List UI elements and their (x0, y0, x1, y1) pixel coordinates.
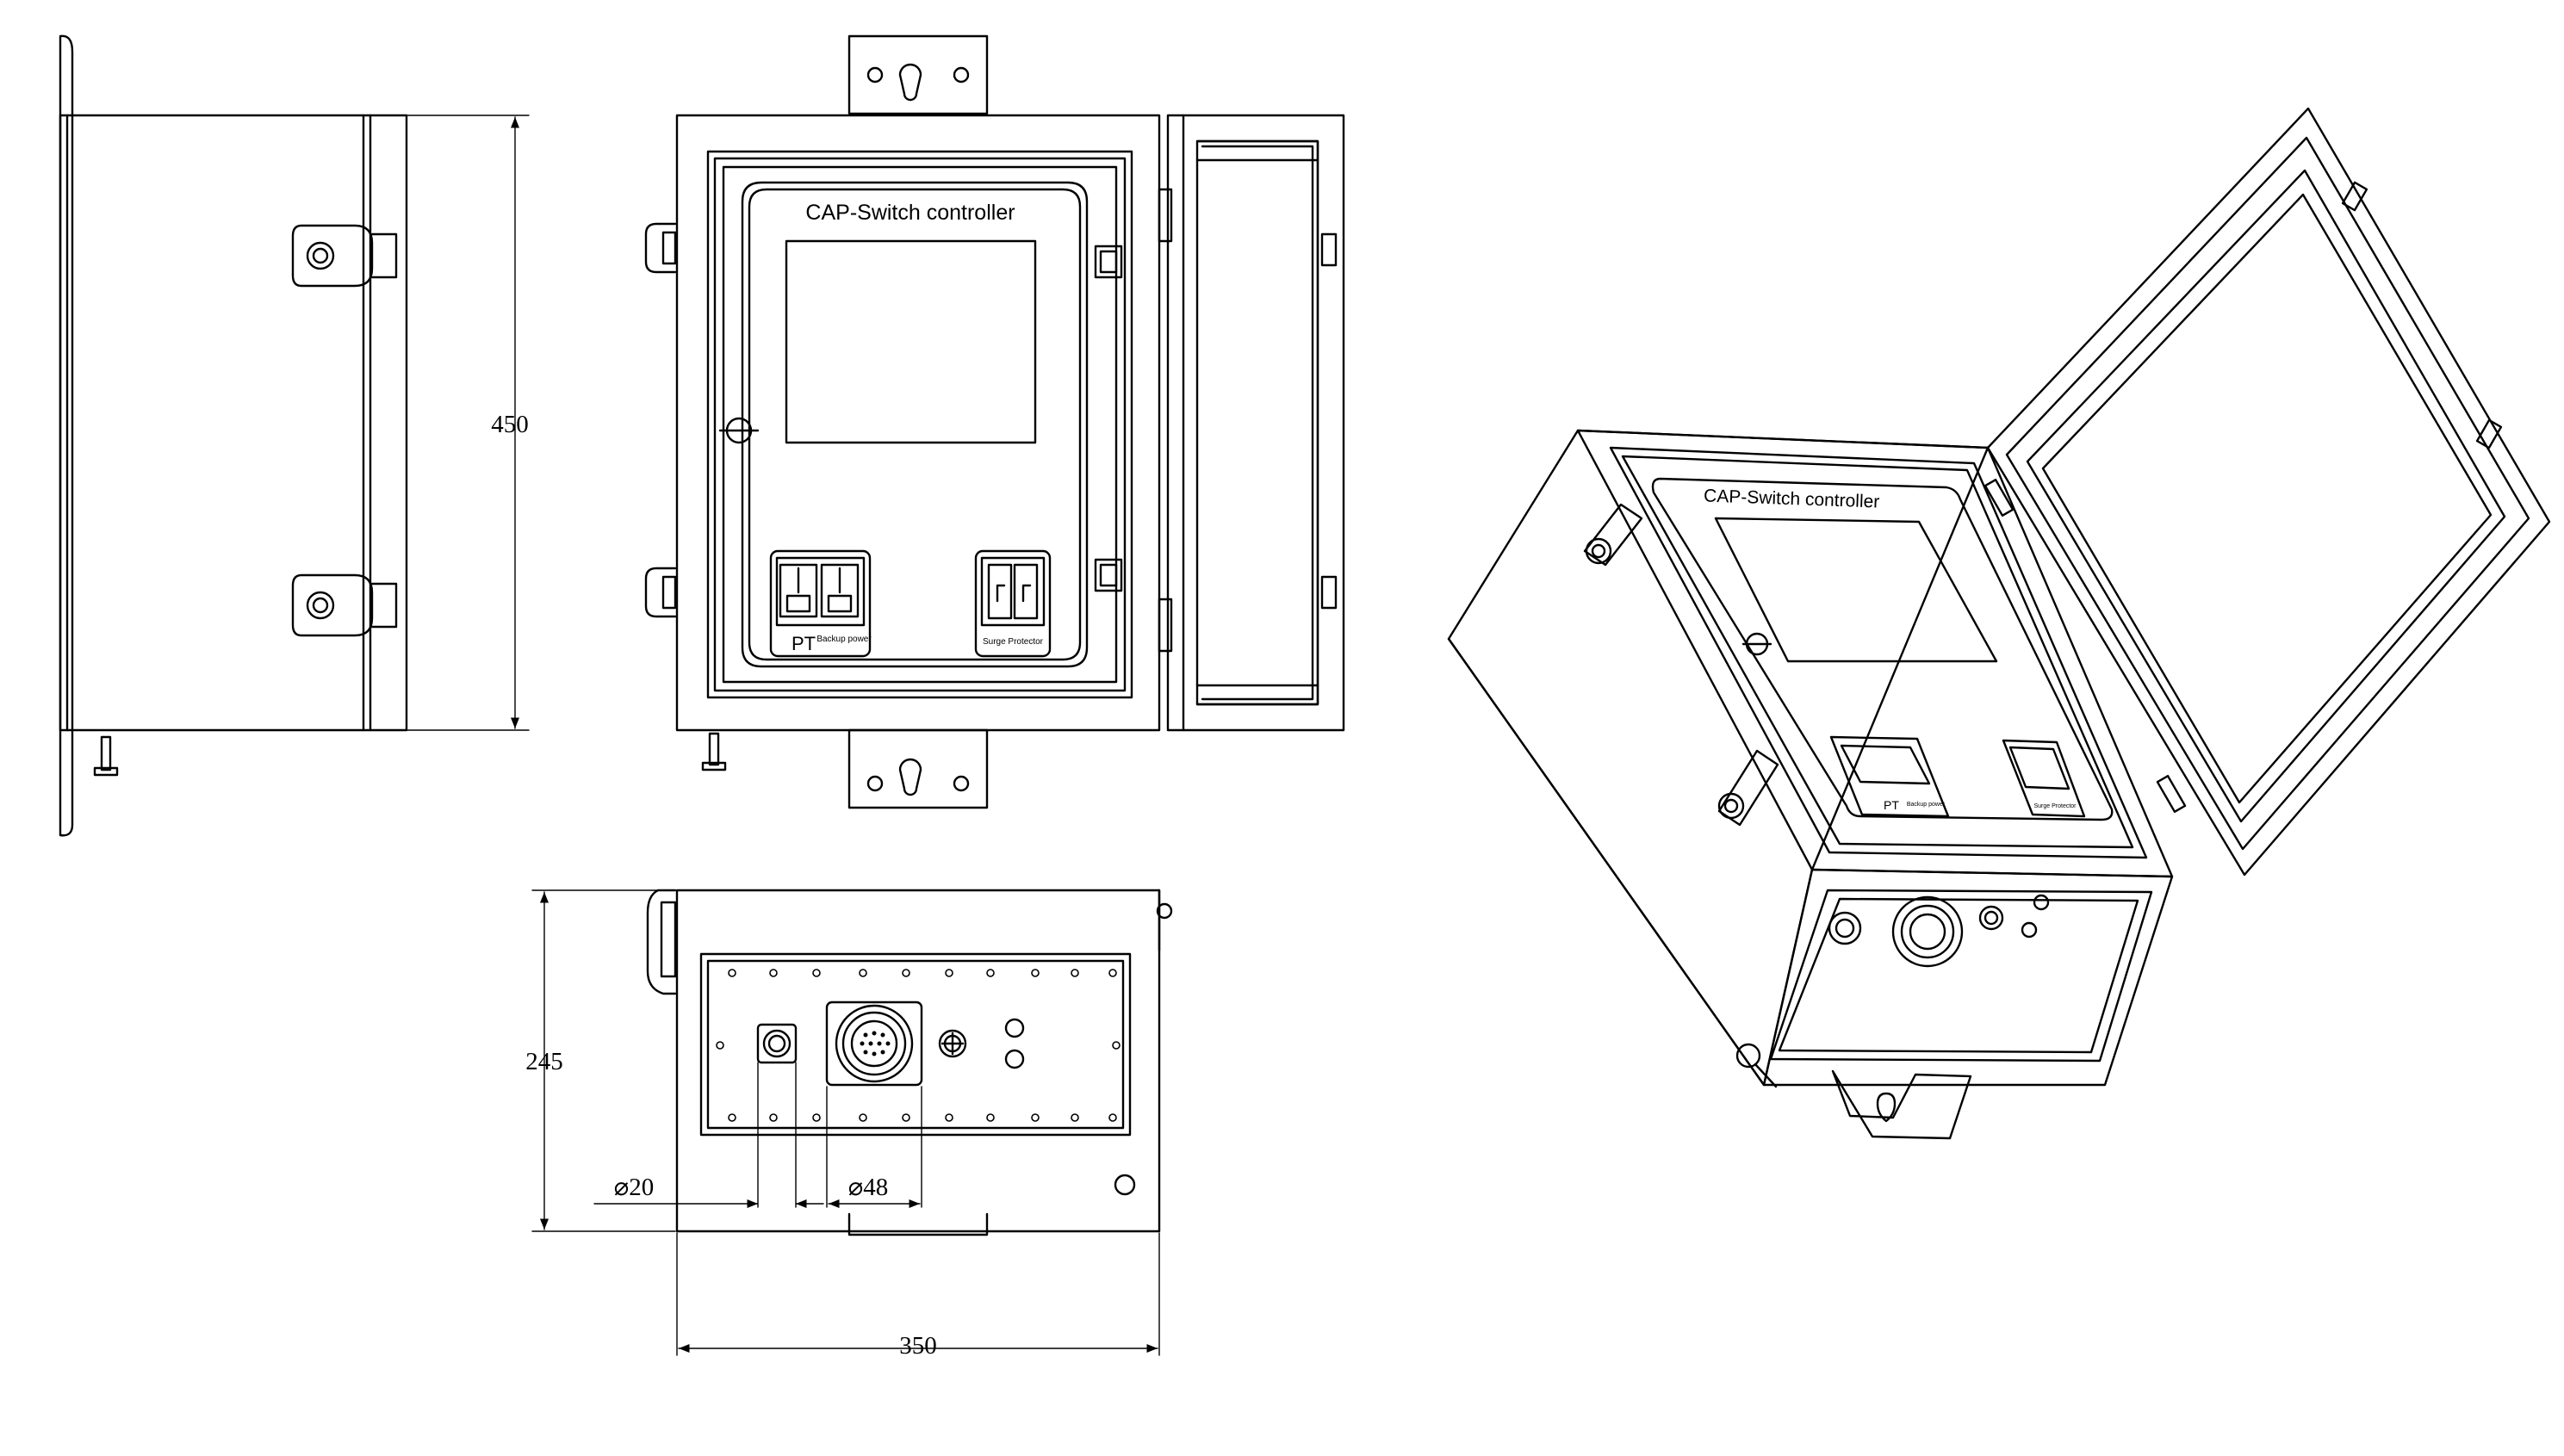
dim-depth-label: 245 (525, 1048, 563, 1075)
iso-pt-label: PT (1884, 798, 1899, 812)
blank-hole-1 (1004, 1018, 1025, 1038)
front-hinge-bottom (644, 567, 677, 618)
side-ground-bolt (93, 735, 119, 777)
vent-plug (938, 1029, 967, 1058)
iso-latch-top (1583, 503, 1643, 567)
panel-title: CAP-Switch controller (805, 201, 1015, 225)
pt-module: PT Backup power (769, 549, 872, 658)
dim-width-label: 350 (899, 1332, 937, 1360)
bottom-screws (716, 969, 1121, 1122)
front-view: CAP-Switch controller PT Backup powe (644, 34, 1345, 809)
pt-label: PT (792, 633, 816, 654)
iso-panel-title: CAP-Switch controller (1704, 486, 1880, 511)
blank-hole-2 (1004, 1049, 1025, 1069)
iso-open-door (1984, 107, 2551, 877)
iso-surge-module: Surge Protector (2002, 739, 2086, 818)
height-dimension: 450 (406, 115, 530, 731)
surge-protector-module: Surge Protector (974, 549, 1052, 658)
iso-display-screen (1714, 517, 1998, 663)
isometric-view: CAP-Switch controller PT Backup power Su… (1447, 107, 2551, 1140)
side-view (59, 34, 408, 837)
surge-protector-label: Surge Protector (983, 637, 1044, 647)
bottom-view: ⌀20 ⌀48 245 350 (525, 889, 1173, 1360)
iso-pt-module: PT Backup power (1829, 735, 1950, 818)
side-latch-top (291, 224, 398, 288)
backup-power-label: Backup power (816, 635, 872, 644)
connector-small (756, 1023, 798, 1064)
door-lock (718, 417, 760, 444)
iso-surge-protector-label: Surge Protector (2033, 803, 2077, 809)
side-latch-bottom (291, 573, 398, 637)
display-screen (785, 239, 1037, 444)
front-hinge-top (644, 222, 677, 274)
dim-dia-large: ⌀48 (848, 1174, 888, 1201)
iso-latch-bottom (1717, 749, 1779, 827)
front-open-door (1158, 114, 1345, 732)
iso-backup-power-label: Backup power (1907, 802, 1946, 808)
dim-height-label: 450 (491, 411, 529, 438)
dim-dia-small: ⌀20 (614, 1174, 654, 1201)
connector-large (825, 1001, 923, 1087)
